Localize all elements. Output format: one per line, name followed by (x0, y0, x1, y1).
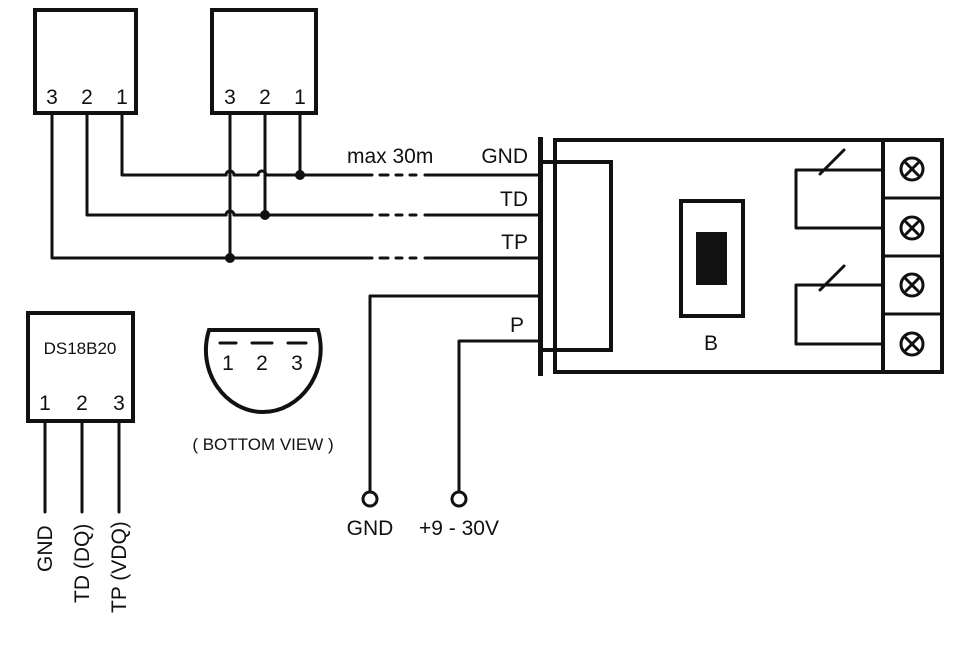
switch-knob (696, 232, 727, 285)
bottom-view: 1 2 3 ( BOTTOM VIEW ) (192, 328, 334, 454)
bottom-pin-2: 2 (256, 352, 268, 375)
screw-icon (899, 272, 925, 298)
supply-terminal (450, 490, 468, 508)
sensor-2-pin-1: 1 (294, 86, 306, 109)
ds18b20-pinout: DS18B20 1 2 3 GND TD (DQ) TP (VDQ) (26, 311, 135, 613)
gnd-label: GND (481, 145, 528, 168)
selector-switch (679, 199, 745, 318)
lead-tp-label: TP (VDQ) (108, 521, 131, 613)
sensor-1-pin-1: 1 (116, 86, 128, 109)
screw-terminal-1 (899, 156, 925, 182)
ds18b20-leads (43, 419, 121, 514)
power-supply-wire (457, 339, 543, 494)
relay-1-loop (794, 168, 885, 230)
power-gnd-label: GND (347, 517, 394, 540)
sensor-2-pin-3: 3 (224, 86, 236, 109)
power-supply-label: +9 - 30V (419, 517, 499, 540)
sensor-1-pin-3: 3 (46, 86, 58, 109)
controller-module: B (538, 137, 944, 376)
gnd-wire (120, 111, 374, 177)
junction-dot (260, 210, 270, 220)
sensor-2-pin-2: 2 (259, 86, 271, 109)
ds18b20-name: DS18B20 (44, 339, 117, 358)
screw-icon (899, 331, 925, 357)
screw-terminal-3 (899, 272, 925, 298)
screw-cross (904, 277, 920, 293)
ds18b20-pin-3: 3 (113, 392, 125, 415)
screw-cross (904, 336, 920, 352)
relay-2-loop (794, 283, 885, 346)
relay-2-contact (818, 264, 846, 292)
sensor-1-pin-2: 2 (81, 86, 93, 109)
bottom-pin-1: 1 (222, 352, 234, 375)
power-wiring: GND +9 - 30V (347, 294, 543, 540)
screw-terminal-4 (899, 331, 925, 357)
sensor-2: 3 2 1 (210, 8, 318, 115)
td-label: TD (500, 188, 528, 211)
bottom-pin-3: 3 (291, 352, 303, 375)
tp-label: TP (501, 231, 528, 254)
ds18b20-pin-1: 1 (39, 392, 51, 415)
power-gnd-wire (368, 294, 543, 494)
screw-icon (899, 156, 925, 182)
to92-outline (203, 328, 323, 415)
lead-gnd-label: GND (34, 525, 57, 572)
junction-dot (295, 170, 305, 180)
ds18b20-pin-2: 2 (76, 392, 88, 415)
td-wire (85, 111, 374, 217)
lead-td-label: TD (DQ) (71, 524, 94, 603)
terminal-block (539, 160, 613, 352)
gnd-terminal (361, 490, 379, 508)
cable-length-note: max 30m (347, 145, 433, 168)
screw-terminal-2 (899, 215, 925, 241)
screw-icon (899, 215, 925, 241)
bus-wiring: max 30m GND TD TP P (50, 111, 543, 337)
junction-dot (225, 253, 235, 263)
tp-wire (50, 111, 374, 260)
p-label: P (510, 314, 524, 337)
screw-cross (904, 220, 920, 236)
bottom-view-caption: ( BOTTOM VIEW ) (192, 435, 333, 454)
switch-label: B (704, 332, 718, 355)
screw-cross (904, 161, 920, 177)
relay-1-contact (818, 148, 846, 176)
sensor-1: 3 2 1 (33, 8, 138, 115)
